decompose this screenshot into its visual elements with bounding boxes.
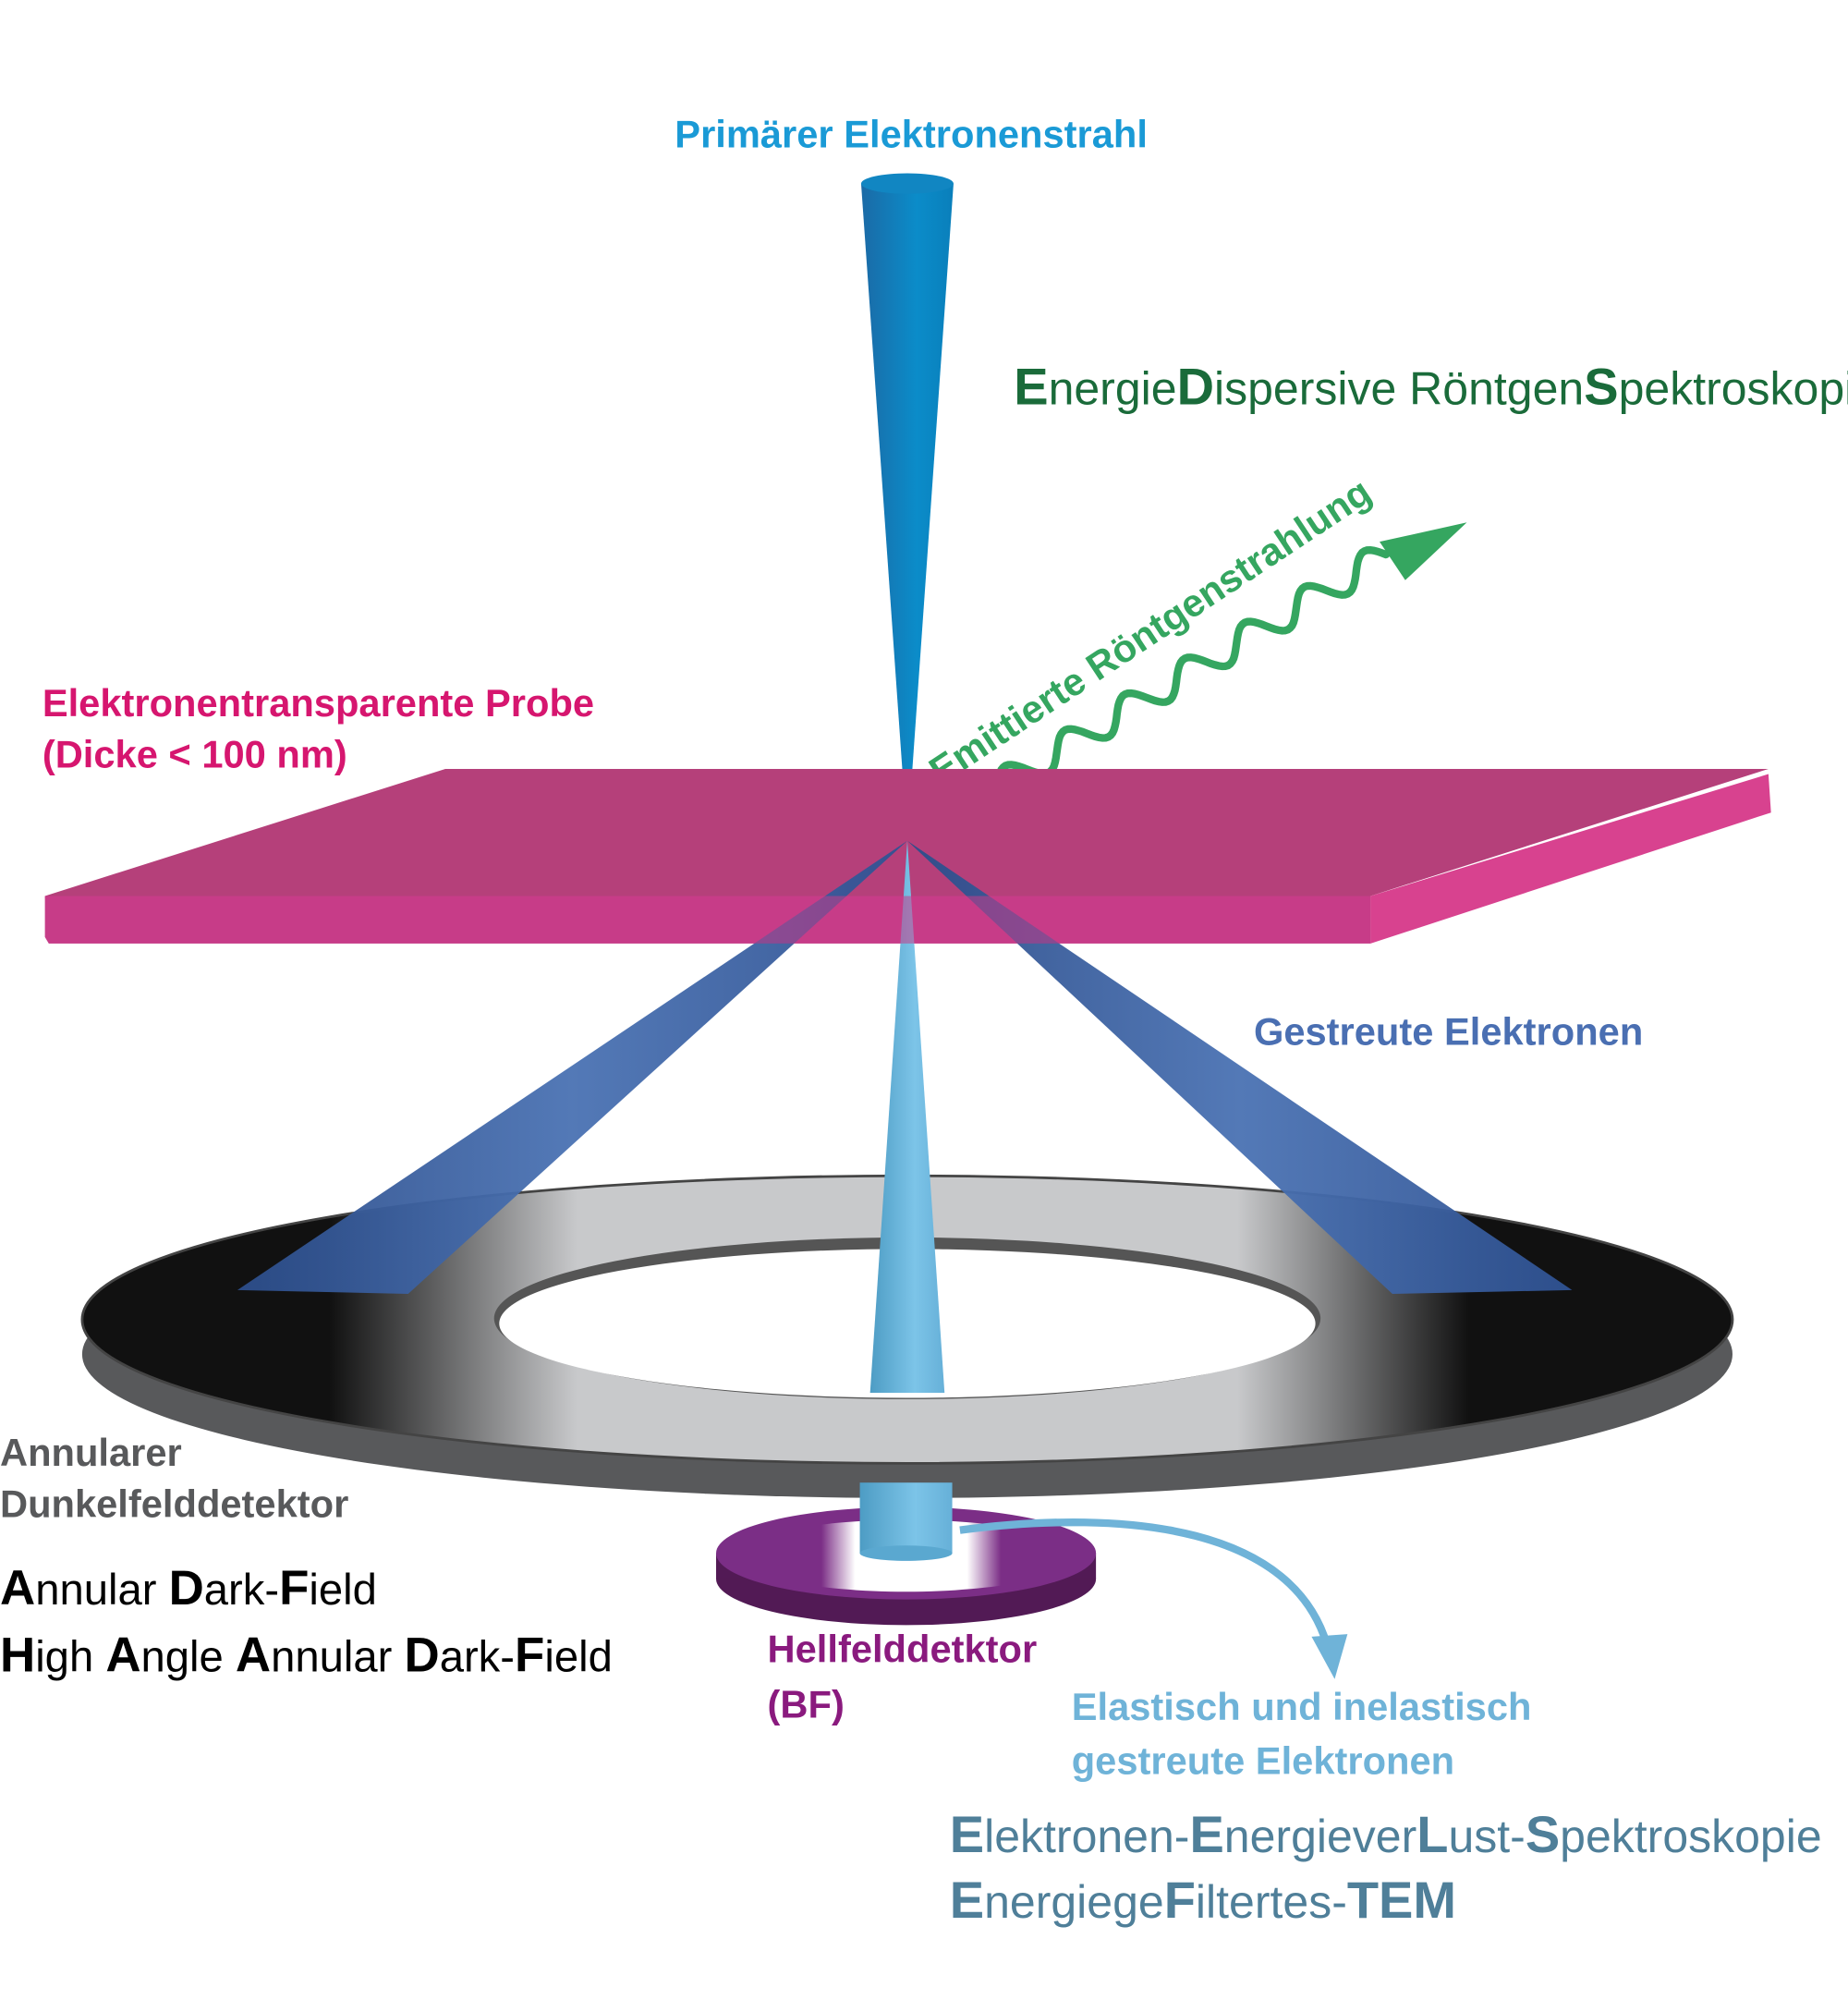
haadf-segment: nnular <box>271 1632 404 1681</box>
haadf-segment: A <box>105 1628 140 1682</box>
bf-label-line1: Hellfelddetktor <box>768 1628 1038 1671</box>
eels-segment: E <box>1189 1805 1223 1863</box>
sample-label-line1: Elektronentransparente Probe <box>43 681 594 725</box>
eds-segment: E <box>1014 358 1048 416</box>
haadf-segment: ield <box>544 1632 613 1681</box>
eels-segment: L <box>1416 1805 1448 1863</box>
eels-segment: nergiever <box>1224 1811 1416 1862</box>
adf-segment: ark- <box>204 1566 279 1615</box>
haadf-label: High Angle Annular Dark-Field <box>0 1628 613 1682</box>
elastic-label-line2: gestreute Elektronen <box>1072 1738 1454 1782</box>
scattered-label: Gestreute Elektronen <box>1254 1010 1643 1054</box>
haadf-segment: F <box>515 1628 544 1682</box>
eels-segment: ust- <box>1448 1811 1525 1862</box>
transmitted-beam <box>859 1482 953 1561</box>
adf-segment: A <box>0 1561 35 1616</box>
adf-segment: nnular <box>35 1566 168 1615</box>
eds-segment: ispersive Röntgen <box>1214 363 1584 415</box>
haadf-segment: H <box>0 1628 35 1682</box>
adf-label: Annular Dark-Field <box>0 1561 377 1616</box>
eftem-segment: nergiege <box>984 1876 1164 1928</box>
eftem-segment: F <box>1164 1871 1196 1929</box>
elastic-label-line1: Elastisch und inelastisch <box>1072 1685 1532 1728</box>
haadf-segment: A <box>236 1628 271 1682</box>
eds-segment: D <box>1177 358 1214 416</box>
eels-segment: pektroskopie <box>1560 1811 1822 1862</box>
adf-segment: D <box>169 1561 204 1616</box>
adf-segment: F <box>279 1561 309 1616</box>
haadf-segment: ark- <box>440 1632 515 1681</box>
scattered-electron-cones <box>237 840 1573 1393</box>
eels-segment: E <box>950 1805 984 1863</box>
adf-detector-label-line1: Annularer <box>0 1431 182 1474</box>
sample-slab-front-overlay <box>44 896 1371 944</box>
primary-beam-label: Primärer Elektronenstrahl <box>675 113 1148 156</box>
adf-segment: ield <box>309 1566 377 1615</box>
eds-label: EnergieDispersive RöntgenSpektroskopie <box>1014 358 1848 416</box>
haadf-segment: ngle <box>141 1632 236 1681</box>
eftem-segment: TEM <box>1347 1871 1456 1929</box>
primary-beam <box>860 173 954 841</box>
eftem-segment: E <box>950 1871 984 1929</box>
eels-label: Elektronen-EnergieverLust-Spektroskopie <box>950 1805 1822 1863</box>
eels-arrow <box>959 1518 1348 1679</box>
eels-segment: lektronen- <box>984 1811 1189 1862</box>
adf-detector-label-line2: Dunkelfelddetektor <box>0 1482 348 1526</box>
xray-label: Emittierte Röntgenstrahlung <box>921 469 1379 793</box>
eftem-segment: iltertes- <box>1196 1876 1347 1928</box>
eels-segment: S <box>1526 1805 1560 1863</box>
bf-label-line2: (BF) <box>768 1682 845 1725</box>
eds-segment: S <box>1584 358 1618 416</box>
eds-segment: pektroskopie <box>1619 363 1848 415</box>
haadf-segment: igh <box>35 1632 105 1681</box>
eftem-label: EnergiegeFiltertes-TEM <box>950 1871 1456 1929</box>
haadf-segment: D <box>405 1628 440 1682</box>
sample-label-line2: (Dicke < 100 nm) <box>43 733 347 776</box>
eds-segment: nergie <box>1049 363 1177 415</box>
